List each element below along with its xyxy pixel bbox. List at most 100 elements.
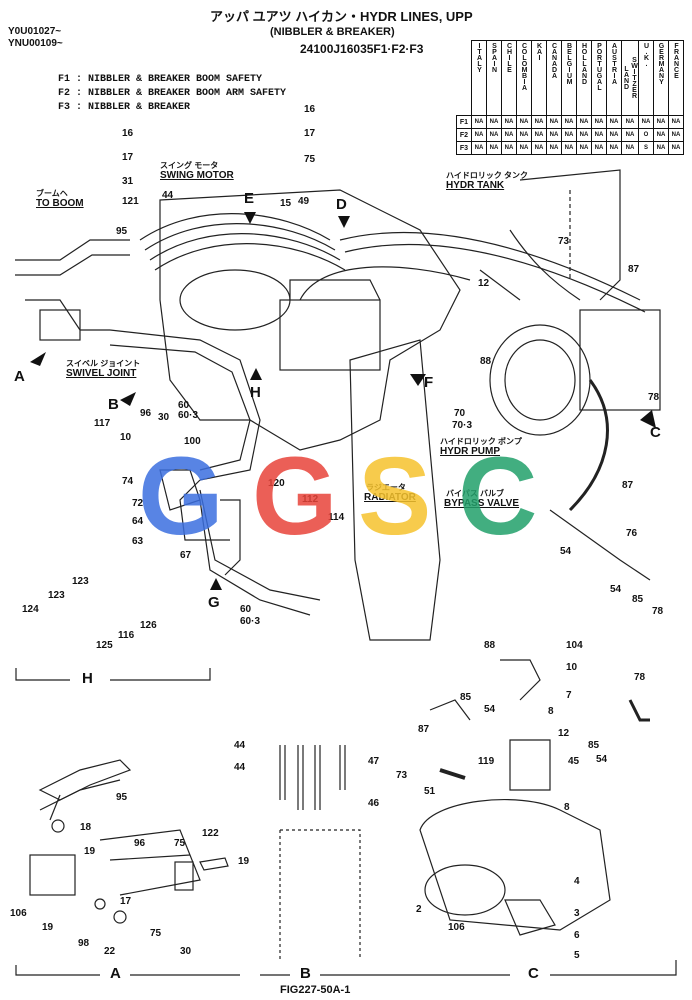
callout-98: 98 xyxy=(78,938,90,949)
callout-116: 116 xyxy=(118,630,135,641)
to-boom-label: TO BOOM xyxy=(36,198,84,209)
callout-10b: 10 xyxy=(566,662,578,673)
callout-19b: 19 xyxy=(238,856,250,867)
country-name: CHILE xyxy=(506,43,513,73)
hydr-pump-label: HYDR PUMP xyxy=(440,446,501,457)
country-availability-table: ITALY SPAIN CHILE COLOMBIA KAI CANADA BELGIUM H… xyxy=(456,40,684,155)
callout-19c: 19 xyxy=(42,922,54,933)
callout-124: 124 xyxy=(22,604,39,615)
callout-60-3: 60·3 xyxy=(178,410,199,421)
legend-f3: F3 : NIBBLER & BREAKER xyxy=(58,102,191,113)
callout-119: 119 xyxy=(478,756,495,767)
detail-label-b: B xyxy=(300,965,311,982)
hydr-tank-jp: ハイドロリック タンク xyxy=(446,171,529,180)
callout-112: 112 xyxy=(302,494,319,505)
callout-44b: 44 xyxy=(234,740,246,751)
view-letter-f: F xyxy=(424,374,434,391)
callout-54d: 54 xyxy=(596,754,608,765)
radiator-jp: ラジエータ xyxy=(366,483,406,492)
callout-64: 64 xyxy=(132,516,144,527)
country-name: GERMANY xyxy=(658,43,665,85)
callout-16b: 16 xyxy=(304,104,316,115)
callout-88b: 88 xyxy=(484,640,496,651)
callout-87b: 87 xyxy=(622,480,634,491)
callout-96: 96 xyxy=(140,408,152,419)
callout-17c: 17 xyxy=(120,896,132,907)
arrow-view-g xyxy=(210,578,222,590)
callout-106b: 106 xyxy=(10,908,27,919)
callout-3: 3 xyxy=(574,908,580,919)
country-name: HOLLAND xyxy=(581,43,588,85)
legend-f1: F1 : NIBBLER & BREAKER BOOM SAFETY xyxy=(58,74,263,85)
callout-5: 5 xyxy=(574,950,580,961)
arrow-view-d xyxy=(338,216,350,228)
callout-7: 7 xyxy=(566,690,572,701)
view-letter-c: C xyxy=(650,424,661,441)
bypass-valve-jp: バイパス バルブ xyxy=(446,489,505,498)
callout-123: 123 xyxy=(72,576,89,587)
swivel-joint-jp: スイベル ジョイント xyxy=(66,359,141,368)
callout-87c: 87 xyxy=(418,724,430,735)
callout-18: 18 xyxy=(80,822,92,833)
part-code: 24100J16035F1·F2·F3 xyxy=(300,42,424,56)
callout-85: 85 xyxy=(632,594,644,605)
country-name: CANADA xyxy=(551,43,558,79)
callout-121: 121 xyxy=(122,196,139,207)
callout-8: 8 xyxy=(548,706,554,717)
callout-6: 6 xyxy=(574,930,580,941)
to-boom-jp: ブームヘ xyxy=(36,189,68,198)
callout-17b: 17 xyxy=(304,128,316,139)
callout-75c: 75 xyxy=(150,928,162,939)
callout-117: 117 xyxy=(94,418,111,429)
callout-72: 72 xyxy=(132,498,144,509)
swing-motor-jp: スイング モータ xyxy=(160,161,219,170)
callout-74: 74 xyxy=(122,476,134,487)
table-cell: NA xyxy=(621,141,639,155)
callout-67: 67 xyxy=(180,550,192,561)
watermark-letter-g1: G xyxy=(138,435,224,558)
country-name: SPAIN xyxy=(491,43,498,73)
table-cell: NA xyxy=(668,141,684,155)
view-letter-e: E xyxy=(244,190,255,207)
country-name: ITALY xyxy=(476,43,483,73)
callout-85c: 85 xyxy=(588,740,600,751)
callout-106: 106 xyxy=(448,922,465,933)
callout-70: 70 xyxy=(454,408,466,419)
legend-f2: F2 : NIBBLER & BREAKER BOOM ARM SAFETY xyxy=(58,88,287,99)
callout-31: 31 xyxy=(122,176,134,187)
callout-88: 88 xyxy=(480,356,492,367)
callout-75: 75 xyxy=(304,154,316,165)
callout-47: 47 xyxy=(368,756,380,767)
callout-10: 10 xyxy=(120,432,132,443)
view-letter-h: H xyxy=(250,384,261,401)
callout-60: 60 xyxy=(178,400,190,411)
country-name: AUSTRIA xyxy=(611,43,618,85)
title-jp: アッパ ユアツ ハイカン・HYDR LINES, UPP xyxy=(210,9,473,24)
country-name: BELGIUM xyxy=(566,43,573,85)
watermark-letter-s: S xyxy=(358,435,432,558)
bypass-valve-label: BYPASS VALVE xyxy=(444,498,520,509)
callout-76: 76 xyxy=(626,528,638,539)
callout-54b: 54 xyxy=(610,584,622,595)
callout-44: 44 xyxy=(162,190,174,201)
callout-87: 87 xyxy=(628,264,640,275)
callout-114: 114 xyxy=(328,512,345,523)
callout-126: 126 xyxy=(140,620,157,631)
view-letter-d: D xyxy=(336,196,347,213)
callout-51: 51 xyxy=(424,786,436,797)
callout-78c: 78 xyxy=(634,672,646,683)
watermark-letter-g2: G xyxy=(252,435,338,558)
callout-95: 95 xyxy=(116,226,128,237)
country-name: KAI xyxy=(536,43,543,61)
callout-19: 19 xyxy=(84,846,96,857)
country-name: U.K. xyxy=(643,43,650,67)
detail-label-c: C xyxy=(528,965,539,982)
callout-96b: 96 xyxy=(134,838,146,849)
arrow-view-a xyxy=(30,352,46,366)
callout-85b: 85 xyxy=(460,692,472,703)
country-name: COLOMBIA xyxy=(521,43,528,91)
callout-8b: 8 xyxy=(564,802,570,813)
